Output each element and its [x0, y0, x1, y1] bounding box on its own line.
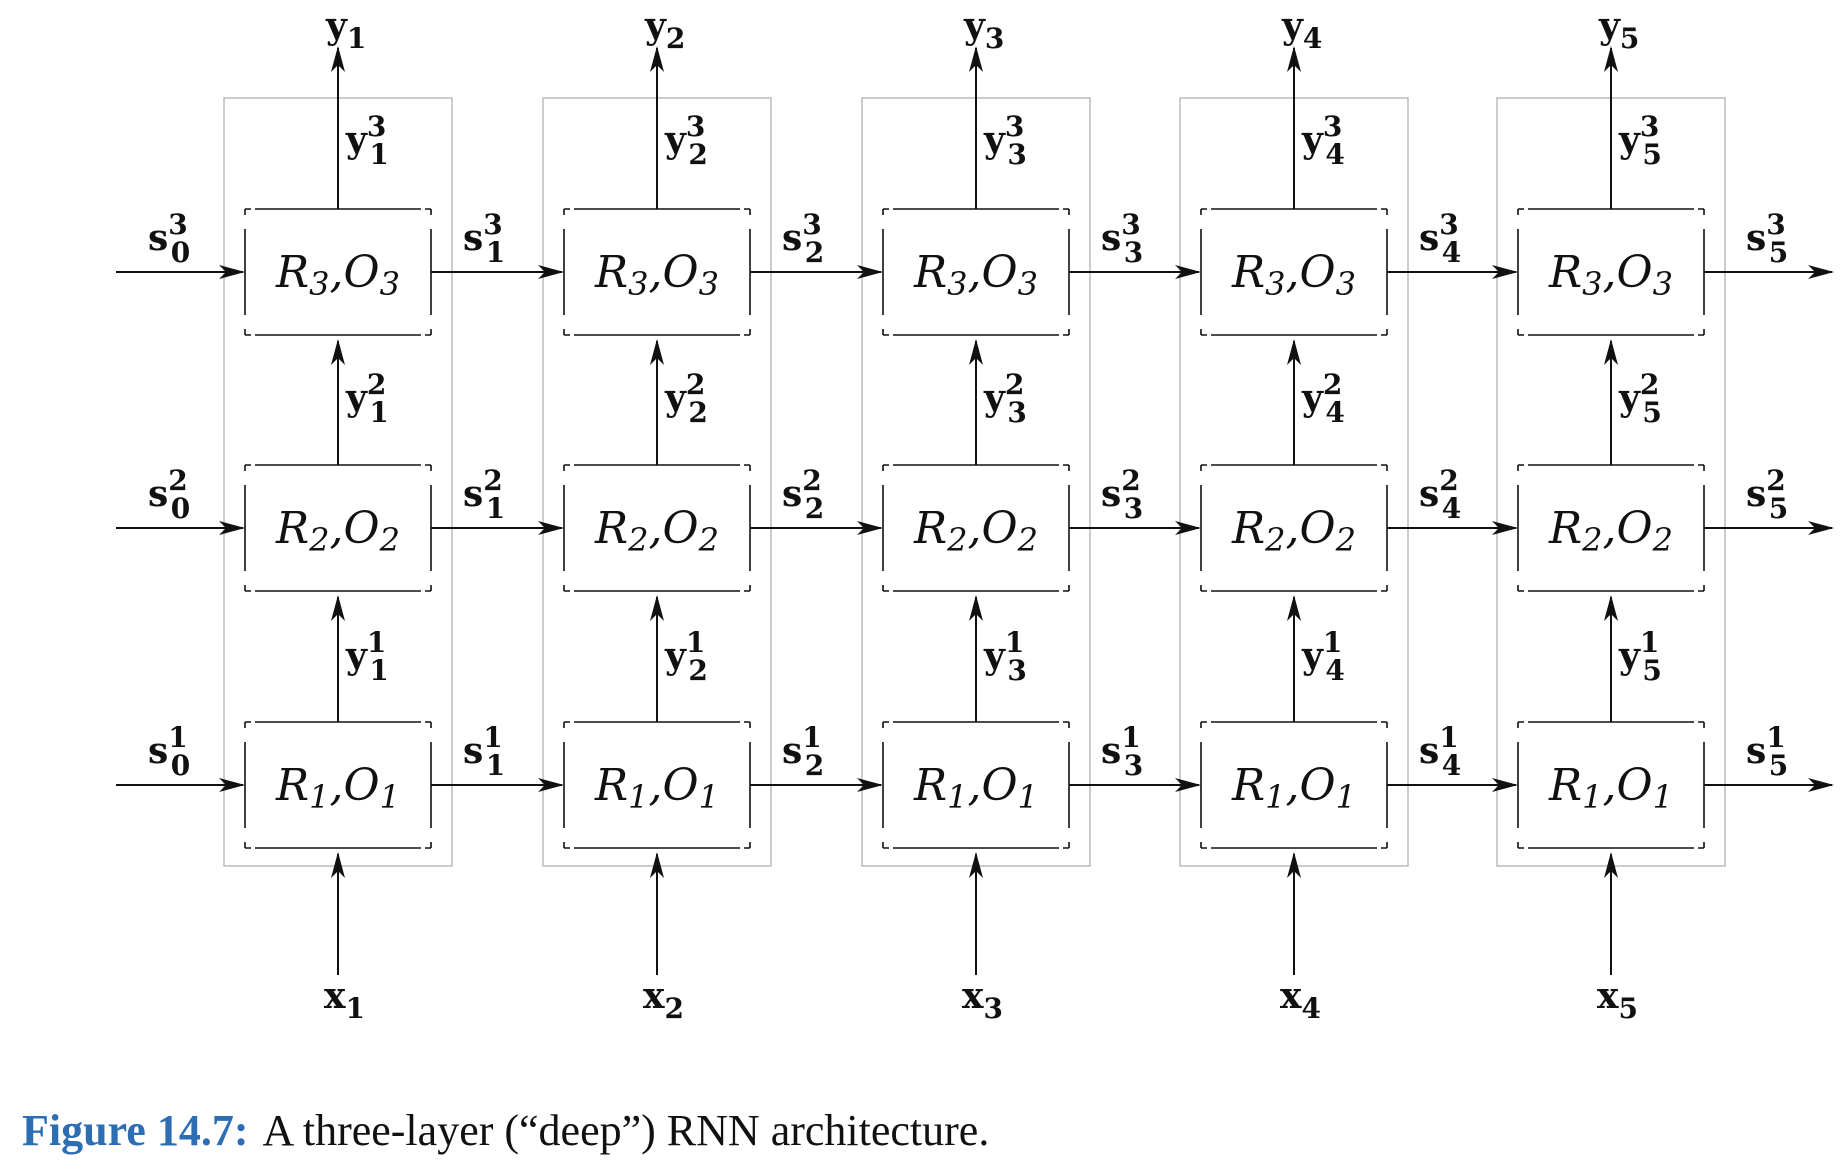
- timestep-frame-1: [223, 97, 453, 867]
- cell-label: R1,O1: [913, 760, 1038, 816]
- timestep-frame-4: [1179, 97, 1409, 867]
- rnn-cell-layer1-step3: R1,O1: [882, 721, 1070, 849]
- output-label-y4: y4: [1281, 5, 1322, 55]
- output-label-y3: y3: [963, 5, 1004, 55]
- rnn-cell-layer3-step3: R3,O3: [882, 208, 1070, 336]
- cell-label: R2,O2: [594, 503, 719, 559]
- rnn-cell-layer1-step1: R1,O1: [244, 721, 432, 849]
- cell-label: R1,O1: [1231, 760, 1356, 816]
- rnn-cell-layer2-step4: R2,O2: [1200, 464, 1388, 592]
- input-label-x5: x5: [1597, 975, 1638, 1025]
- output-label-y1: y1: [325, 5, 366, 55]
- output-label-y5: y5: [1598, 5, 1639, 55]
- output-label-y2: y2: [644, 5, 685, 55]
- timestep-frames: [223, 97, 1726, 867]
- cell-label: R2,O2: [1548, 503, 1673, 559]
- input-label-x4: x4: [1280, 975, 1321, 1025]
- timestep-frame-2: [542, 97, 772, 867]
- cell-label: R3,O3: [1231, 247, 1356, 303]
- rnn-cell-layer2-step3: R2,O2: [882, 464, 1070, 592]
- input-label-x3: x3: [962, 975, 1003, 1025]
- cell-label: R3,O3: [913, 247, 1038, 303]
- cell-label: R3,O3: [275, 247, 400, 303]
- rnn-cell-layer1-step4: R1,O1: [1200, 721, 1388, 849]
- figure-label: Figure 14.7:: [22, 1106, 249, 1155]
- cell-label: R3,O3: [594, 247, 719, 303]
- cell-label: R2,O2: [1231, 503, 1356, 559]
- rnn-cell-layer1-step5: R1,O1: [1517, 721, 1705, 849]
- cell-label: R1,O1: [275, 760, 400, 816]
- cell-label: R3,O3: [1548, 247, 1673, 303]
- connection-arrows: [116, 46, 1834, 975]
- rnn-cell-layer3-step5: R3,O3: [1517, 208, 1705, 336]
- caption-text: A three-layer (“deep”) RNN architecture.: [262, 1106, 990, 1155]
- rnn-cell-layer2-step5: R2,O2: [1517, 464, 1705, 592]
- input-label-x2: x2: [643, 975, 684, 1025]
- cell-label: R1,O1: [594, 760, 719, 816]
- cell-label: R2,O2: [275, 503, 400, 559]
- rnn-cell-layer3-step1: R3,O3: [244, 208, 432, 336]
- rnn-cell-layer1-step2: R1,O1: [563, 721, 751, 849]
- timestep-frame-3: [861, 97, 1091, 867]
- cell-label: R1,O1: [1548, 760, 1673, 816]
- timestep-frame-5: [1496, 97, 1726, 867]
- rnn-cell-layer3-step4: R3,O3: [1200, 208, 1388, 336]
- input-label-x1: x1: [324, 975, 365, 1025]
- cell-label: R2,O2: [913, 503, 1038, 559]
- rnn-cell-layer2-step1: R2,O2: [244, 464, 432, 592]
- figure-caption: Figure 14.7: A three-layer (“deep”) RNN a…: [22, 1105, 989, 1156]
- rnn-cell-layer2-step2: R2,O2: [563, 464, 751, 592]
- rnn-cell-layer3-step2: R3,O3: [563, 208, 751, 336]
